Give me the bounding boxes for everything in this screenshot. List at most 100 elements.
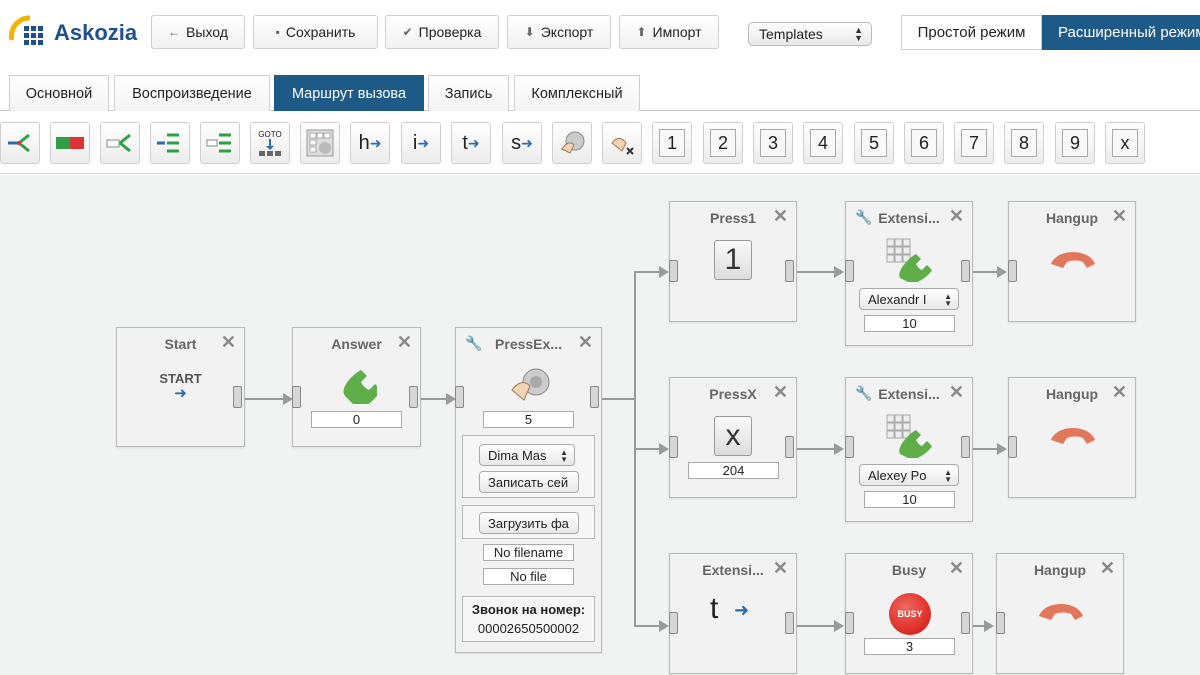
tool-multi-route[interactable] [150, 122, 190, 164]
tool-digit-7[interactable]: 7 [954, 122, 994, 164]
input-port[interactable] [669, 436, 678, 458]
tab-playback[interactable]: Воспроизведение [114, 75, 270, 111]
tool-digit-8[interactable]: 8 [1004, 122, 1044, 164]
export-button[interactable]: ⬇ Экспорт [507, 15, 611, 49]
logo-icon [9, 15, 43, 45]
input-port[interactable] [845, 612, 854, 634]
tool-queue[interactable] [200, 122, 240, 164]
tool-digit-6[interactable]: 6 [904, 122, 944, 164]
tool-goto[interactable]: GOTO [250, 122, 290, 164]
ring-time-field[interactable]: 10 [864, 315, 955, 332]
output-port[interactable] [409, 386, 418, 408]
input-port[interactable] [292, 386, 301, 408]
close-icon[interactable]: ✕ [1111, 206, 1127, 226]
tool-onoff[interactable] [50, 122, 90, 164]
tab-call-route[interactable]: Маршрут вызова [274, 75, 424, 111]
tool-t[interactable]: t➜ [451, 122, 491, 164]
close-icon[interactable]: ✕ [948, 382, 964, 402]
output-port[interactable] [961, 260, 970, 282]
tool-digit-4[interactable]: 4 [803, 122, 843, 164]
tool-digit-1[interactable]: 1 [652, 122, 692, 164]
node-press1[interactable]: Press1 ✕ 1 [669, 201, 797, 322]
check-button[interactable]: ✔ Проверка [385, 15, 499, 49]
tool-digit-2[interactable]: 2 [703, 122, 743, 164]
input-port[interactable] [1008, 260, 1017, 282]
templates-select[interactable]: Templates ▲▼ [748, 22, 872, 46]
input-port[interactable] [845, 436, 854, 458]
extension-select[interactable]: Alexey Po ▲▼ [859, 464, 959, 486]
tool-branch[interactable] [0, 122, 40, 164]
tool-digit-9[interactable]: 9 [1055, 122, 1095, 164]
input-port[interactable] [1008, 436, 1017, 458]
output-port[interactable] [233, 386, 242, 408]
tool-digit-3[interactable]: 3 [753, 122, 793, 164]
busy-value-field[interactable]: 3 [864, 638, 955, 655]
mode-simple-button[interactable]: Простой режим [901, 15, 1042, 50]
record-now-button[interactable]: Записать сей [479, 471, 579, 493]
tool-press-invalid[interactable] [602, 122, 642, 164]
tab-complex[interactable]: Комплексный [514, 75, 640, 111]
node-extension-2[interactable]: 🔧 Extensi... ✕ Alexey Po ▲▼ 10 [845, 377, 973, 522]
close-icon[interactable]: ✕ [1111, 382, 1127, 402]
back-button[interactable]: ← Выход [151, 15, 245, 49]
close-icon[interactable]: ✕ [772, 382, 788, 402]
node-hangup-2[interactable]: Hangup ✕ [1008, 377, 1136, 498]
flow-canvas[interactable]: Start ✕ START ➜ Answer ✕ 0 🔧 PressEx... … [0, 175, 1200, 675]
close-icon[interactable]: ✕ [772, 558, 788, 578]
tool-i[interactable]: i➜ [401, 122, 441, 164]
tool-x[interactable]: x [1105, 122, 1145, 164]
output-port[interactable] [590, 386, 599, 408]
tool-s[interactable]: s➜ [502, 122, 542, 164]
answer-value-field[interactable]: 0 [311, 411, 402, 428]
pressx-value-field[interactable]: 204 [688, 462, 779, 479]
tool-digit-5[interactable]: 5 [854, 122, 894, 164]
node-pressx[interactable]: PressX ✕ x 204 [669, 377, 797, 498]
tab-main[interactable]: Основной [9, 75, 109, 111]
output-port[interactable] [785, 436, 794, 458]
close-icon[interactable]: ✕ [772, 206, 788, 226]
close-icon[interactable]: ✕ [1099, 558, 1115, 578]
close-icon[interactable]: ✕ [396, 332, 412, 352]
mode-simple-label: Простой режим [917, 24, 1026, 41]
wrench-icon[interactable]: 🔧 [855, 209, 873, 225]
node-press-ext[interactable]: 🔧 PressEx... ✕ 5 Dima Mas ▲▼ Записать се… [455, 327, 602, 653]
node-extension-1[interactable]: 🔧 Extensi... ✕ Alexandr I ▲▼ 10 [845, 201, 973, 346]
close-icon[interactable]: ✕ [577, 332, 593, 352]
node-ext-timeout[interactable]: Extensi... ✕ t ➜ [669, 553, 797, 674]
input-port[interactable] [845, 260, 854, 282]
close-icon[interactable]: ✕ [220, 332, 236, 352]
output-port[interactable] [785, 260, 794, 282]
node-busy[interactable]: Busy ✕ BUSY 3 [845, 553, 973, 674]
input-port[interactable] [996, 612, 1005, 634]
node-hangup-1[interactable]: Hangup ✕ [1008, 201, 1136, 322]
tool-keypad[interactable] [300, 122, 340, 164]
tab-record[interactable]: Запись [428, 75, 509, 111]
upload-file-button[interactable]: Загрузить фа [479, 512, 579, 534]
extension-select[interactable]: Alexandr I ▲▼ [859, 288, 959, 310]
save-button[interactable]: ▪ Сохранить [253, 15, 378, 49]
close-icon[interactable]: ✕ [948, 206, 964, 226]
tool-condition[interactable] [100, 122, 140, 164]
wrench-icon[interactable]: 🔧 [465, 335, 483, 351]
t-label: t [462, 131, 468, 154]
wrench-icon[interactable]: 🔧 [855, 385, 873, 401]
input-port[interactable] [669, 612, 678, 634]
node-answer[interactable]: Answer ✕ 0 [292, 327, 421, 447]
tool-press-any[interactable] [552, 122, 592, 164]
sound-select[interactable]: Dima Mas ▲▼ [479, 444, 575, 466]
output-port[interactable] [961, 436, 970, 458]
close-icon[interactable]: ✕ [948, 558, 964, 578]
tool-h[interactable]: h➜ [350, 122, 390, 164]
node-title: Press1 [710, 210, 756, 226]
output-port[interactable] [785, 612, 794, 634]
mode-advanced-button[interactable]: Расширенный режим [1042, 15, 1200, 50]
node-hangup-3[interactable]: Hangup ✕ [996, 553, 1124, 674]
input-port[interactable] [455, 386, 464, 408]
input-port[interactable] [669, 260, 678, 282]
node-start[interactable]: Start ✕ START ➜ [116, 327, 245, 447]
output-port[interactable] [961, 612, 970, 634]
import-button[interactable]: ⬆ Импорт [619, 15, 719, 49]
digit-key: 1 [659, 129, 685, 157]
press-timeout-field[interactable]: 5 [483, 411, 574, 428]
ring-time-field[interactable]: 10 [864, 491, 955, 508]
